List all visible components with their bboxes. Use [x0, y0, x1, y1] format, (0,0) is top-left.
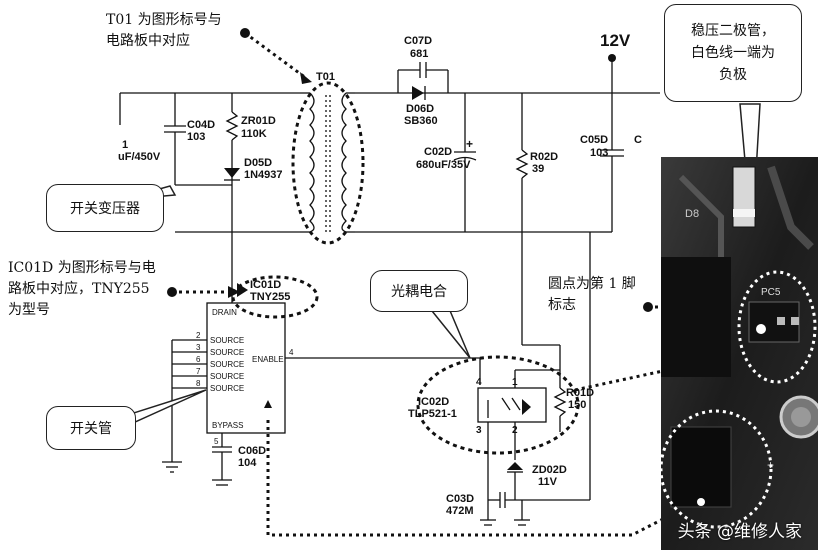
- optocoupler-callout-text: 光耦电合: [391, 284, 447, 300]
- label-d05d-value: 1N4937: [244, 169, 283, 181]
- pcb-photo-drawing: D8 PC5 +: [661, 157, 818, 550]
- label-zd02d-value: 11V: [538, 476, 558, 488]
- pin-bypass-label: BYPASS: [212, 421, 243, 430]
- transformer-t01: [291, 81, 365, 245]
- pin-drain-label: DRAIN: [212, 308, 237, 317]
- pin-number-2: 2: [196, 331, 201, 340]
- label-c04d-value: 103: [187, 131, 205, 143]
- ic02d-body: [477, 387, 547, 423]
- pin-source-label-4: SOURCE: [210, 372, 244, 381]
- label-r02d-value: 39: [532, 163, 544, 175]
- label-c02d-plus: +: [466, 137, 473, 151]
- label-cap-left-value: uF/450V: [118, 151, 161, 163]
- pcb-photo: D8 PC5 +: [661, 157, 818, 550]
- watermark: 头条 @维修人家: [677, 522, 802, 542]
- label-c-cut: C: [634, 134, 642, 146]
- pin-enable-label: ENABLE: [252, 355, 284, 364]
- t01-note-line1: T01 为图形标号与: [106, 12, 222, 28]
- label-r02d: R02D: [530, 151, 558, 163]
- label-ic01d-model: TNY255: [250, 291, 290, 303]
- label-zr01d: ZR01D: [241, 115, 276, 127]
- label-c03d-value: 472M: [446, 505, 474, 517]
- pin-number-7: 7: [196, 367, 201, 376]
- label-c05d-value: 103: [590, 147, 608, 159]
- opto-pin-3: 3: [476, 425, 482, 436]
- ic01d-note-line2: 路板中对应，TNY255: [8, 281, 150, 297]
- pin1-note-line1: 圆点为第 1 脚: [548, 276, 636, 292]
- label-zr01d-value: 110K: [241, 128, 267, 140]
- pin-number-5: 5: [214, 437, 219, 446]
- switch-tube-callout-text: 开关管: [70, 421, 112, 437]
- label-ic01d: IC01D: [250, 279, 281, 291]
- label-d06d: D06D: [406, 103, 434, 115]
- ic01d-note-line1: IC01D 为图形标号与电: [8, 260, 156, 276]
- pin-source-label-2: SOURCE: [210, 348, 244, 357]
- zener-note-line2: 白色线一端为: [691, 45, 775, 61]
- pin-number-4: 4: [289, 348, 294, 357]
- pin1-note-line2: 标志: [548, 297, 576, 313]
- pin-source-label-3: SOURCE: [210, 360, 244, 369]
- pin-number-3: 3: [196, 343, 201, 352]
- label-c06d: C06D: [238, 445, 266, 457]
- t01-note: T01 为图形标号与 电路板中对应: [106, 10, 222, 52]
- label-c03d: C03D: [446, 493, 474, 505]
- photo-label-pc5: PC5: [761, 287, 781, 298]
- label-r01d: R01D: [566, 387, 594, 399]
- pin-number-6: 6: [196, 355, 201, 364]
- opto-pin-4: 4: [476, 377, 482, 388]
- label-cap-left-num: 1: [122, 139, 128, 151]
- pin-source-label-1: SOURCE: [210, 336, 244, 345]
- label-c06d-value: 104: [238, 457, 257, 469]
- label-c02d: C02D: [424, 146, 452, 158]
- ic01d-body: [206, 302, 286, 434]
- label-12v: 12V: [600, 31, 631, 50]
- label-d05d: D05D: [244, 157, 272, 169]
- transformer-callout-text: 开关变压器: [70, 201, 140, 217]
- transformer-callout: 开关变压器: [46, 184, 164, 232]
- label-c02d-value: 680uF/35V: [416, 159, 471, 171]
- label-d06d-value: SB360: [404, 115, 438, 127]
- label-c05d: C05D: [580, 134, 608, 146]
- photo-label-d8: D8: [685, 208, 699, 220]
- optocoupler-callout: 光耦电合: [370, 270, 468, 312]
- pin-source-label-5: SOURCE: [210, 384, 244, 393]
- ic01d-note-line3: 为型号: [8, 302, 50, 318]
- label-c07d-value: 681: [410, 48, 428, 60]
- pin-number-8: 8: [196, 379, 201, 388]
- zener-note-line3: 负极: [719, 67, 747, 83]
- label-ic02d-model: TLP521-1: [408, 408, 457, 420]
- label-r01d-value: 150: [568, 399, 586, 411]
- label-ic02d: IC02D: [418, 396, 449, 408]
- opto-pin-2: 2: [512, 425, 518, 436]
- switch-tube-callout: 开关管: [46, 406, 136, 450]
- label-c04d: C04D: [187, 119, 215, 131]
- zener-note-line1: 稳压二极管，: [691, 23, 775, 39]
- zener-callout: 稳压二极管， 白色线一端为 负极: [664, 4, 802, 102]
- label-zd02d: ZD02D: [532, 464, 567, 476]
- opto-pin-1: 1: [512, 377, 518, 388]
- ic01d-note: IC01D 为图形标号与电 路板中对应，TNY255 为型号: [8, 258, 156, 321]
- label-c07d: C07D: [404, 35, 432, 47]
- t01-note-line2: 电路板中对应: [106, 33, 190, 49]
- label-t01: T01: [316, 71, 335, 83]
- pin1-note: 圆点为第 1 脚 标志: [548, 274, 636, 316]
